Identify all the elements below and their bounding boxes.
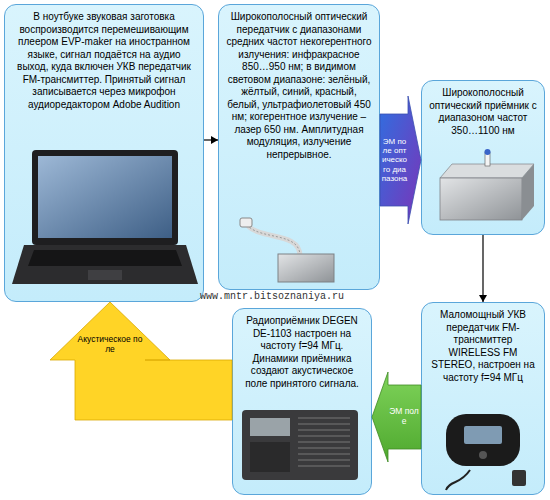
- box-text: Маломощный УКВ передатчик FM-трансмиттер…: [422, 303, 544, 384]
- process-box: Широкополосный оптический передатчик с д…: [218, 4, 380, 290]
- arrow-head: [211, 136, 218, 144]
- process-box: В ноутбуке звуковая заготовка воспроизво…: [4, 4, 204, 302]
- process-box: Радиоприёмник DEGEN DE-1103 настроен на …: [232, 308, 372, 495]
- watermark: www.mntr.bitsoznaniya.ru: [200, 291, 344, 302]
- connector-arrow: [372, 372, 421, 462]
- arrow-head: [479, 295, 487, 302]
- box-text: Широкополосный оптический приёмник с диа…: [422, 81, 544, 137]
- connector-line: [482, 235, 483, 302]
- process-box: Маломощный УКВ передатчик FM-трансмиттер…: [421, 302, 545, 495]
- connector-label: ЭМ поле оптического диапазона: [381, 116, 408, 204]
- connector-arrow: [380, 96, 421, 224]
- connector-label: Акустическое поле: [76, 332, 144, 358]
- process-box: Широкополосный оптический приёмник с диа…: [421, 80, 545, 235]
- block-arrow: [380, 96, 421, 224]
- block-arrow: [372, 372, 421, 462]
- connector-label: ЭМ поле: [388, 387, 420, 447]
- connector-arrow: [479, 235, 487, 302]
- connector-arrow: [204, 136, 218, 144]
- block-arrow: [50, 302, 232, 420]
- box-text: В ноутбуке звуковая заготовка воспроизво…: [5, 5, 203, 111]
- connector-arrow: [50, 302, 232, 420]
- box-text: Радиоприёмник DEGEN DE-1103 настроен на …: [233, 309, 371, 390]
- box-text: Широкополосный оптический передатчик с д…: [219, 5, 379, 161]
